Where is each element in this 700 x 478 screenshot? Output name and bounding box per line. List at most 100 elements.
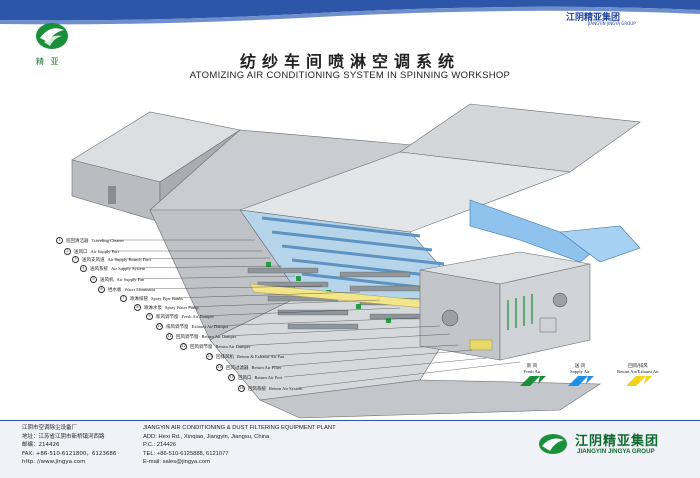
callout-cn: 新风调节窗	[156, 314, 179, 320]
callout-cn: 送风口	[74, 249, 88, 255]
callout-en: Air Supply System	[111, 266, 146, 271]
callout-en: Return Air Damper	[215, 344, 251, 349]
footer-cn-line: FAX: +86-510-6121800，6123686	[22, 450, 117, 457]
callout-en: Fresh Air Damper	[181, 314, 215, 319]
footer-contact-en: JIANGYIN AIR CONDITIONING & DUST FILTERI…	[143, 424, 336, 467]
callout-number: 3	[72, 256, 79, 263]
callout-13: 13 回排风机 Return & Exhaust Air Fan	[206, 353, 284, 360]
footer-en-line: P.C.: 214426	[143, 442, 177, 448]
callout-15: 15 回风口 Return Air Port	[228, 374, 282, 381]
callout-cn: 回风系统	[248, 386, 266, 392]
callout-5: 5 送风机 Air Supply Fan	[90, 276, 144, 283]
callout-cn: 排风调节窗	[166, 324, 189, 330]
callout-number: 11	[166, 333, 173, 340]
title-chinese: 纺纱车间喷淋空调系统	[239, 52, 460, 71]
callout-number: 4	[80, 265, 87, 272]
callout-3: 3 送风支风道 Air Supply Branch Duct	[72, 256, 151, 263]
callout-number: 7	[120, 295, 127, 302]
callout-cn: 巡回清洁器	[66, 238, 89, 244]
callout-en: Return Air Port	[254, 375, 283, 380]
callout-en: Spray Pipe Banks	[151, 296, 183, 301]
callout-en: Exhaust Air Damper	[191, 324, 229, 329]
callout-cn: 挡水板	[108, 287, 122, 293]
callout-cn: 回风调节窗	[190, 344, 213, 350]
footer-brand-en: JIANGYIN JINGYA GROUP	[577, 448, 655, 455]
callout-12: 12 回风调节窗 Return Air Damper	[180, 343, 250, 350]
callout-number: 10	[156, 323, 163, 330]
callout-number: 8	[134, 304, 141, 311]
callout-cn: 回风过滤器	[226, 365, 249, 371]
logo-caption: 精 亚	[36, 57, 61, 66]
callout-en: Return Air System	[269, 386, 303, 391]
callout-6: 6 挡水板 Water Eliminator	[98, 286, 156, 293]
callout-cn: 回排风机	[216, 354, 234, 360]
return-air-arrow-icon	[626, 376, 652, 386]
callout-4: 4 送风系统 Air Supply System	[80, 265, 145, 272]
callout-cn: 回风调节窗	[176, 334, 199, 340]
callout-en: Air Supply Branch Duct	[107, 257, 152, 262]
callout-number: 15	[228, 374, 235, 381]
legend-supply-air: 送 风 Supply Air	[558, 363, 602, 390]
brand-name-top-en: JIANGYIN JINGYA GROUP	[588, 21, 636, 26]
callout-9: 9 新风调节窗 Fresh Air Damper	[146, 313, 214, 320]
footer-cn-line: http: //www.jingya.com	[22, 459, 86, 465]
legend-label-cn: 新 风	[526, 364, 538, 369]
footer-cn-line: 江阴市空调除尘设备厂	[22, 425, 78, 431]
flow-legend: 新 风 Fresh Air 送 风 Supply Air 回风/排风 Retur…	[510, 363, 670, 403]
callout-number: 9	[146, 313, 153, 320]
legend-label-en: Return Air/Exhaust Air	[617, 369, 659, 374]
legend-label-en: Fresh Air	[523, 369, 541, 374]
header-band	[0, 0, 700, 25]
callout-8: 8 喷淋水泵 Spray Water Pump	[134, 304, 199, 311]
footer-contact-cn: 江阴市空调除尘设备厂 地址：江苏省江阴市新桥镇河西路 邮编：214426 FAX…	[22, 424, 116, 467]
callout-number: 1	[56, 237, 63, 244]
callout-11: 11 回风调节窗 Return Air Damper	[166, 333, 236, 340]
callout-en: Return & Exhaust Air Fan	[237, 354, 285, 359]
footer-cn-line: 地址：江苏省江阴市新桥镇河西路	[22, 433, 105, 440]
callout-number: 16	[238, 385, 245, 392]
callout-number: 5	[90, 276, 97, 283]
callout-en: Return Air Filter	[251, 365, 282, 370]
legend-label-cn: 回风/排风	[628, 364, 648, 369]
callout-number: 6	[98, 286, 105, 293]
callout-en: Spray Water Pump	[165, 305, 199, 310]
legend-return-air: 回风/排风 Return Air/Exhaust Air	[606, 363, 670, 390]
system-diagram	[71, 103, 641, 419]
callout-cn: 喷淋水泵	[144, 305, 162, 311]
footer-brand-cn: 江阴精亚集团	[575, 434, 660, 449]
callout-cn: 送风支风道	[82, 257, 105, 263]
callout-7: 7 喷淋排管 Spray Pipe Banks	[120, 295, 183, 302]
callout-number: 13	[206, 353, 213, 360]
callout-cn: 回风口	[238, 375, 252, 381]
legend-label-cn: 送 风	[574, 364, 586, 369]
legend-label-en: Supply Air	[570, 369, 590, 374]
callout-14: 14 回风过滤器 Return Air Filter	[216, 364, 282, 371]
callout-number: 12	[180, 343, 187, 350]
callout-en: Air Supply Port	[90, 249, 120, 254]
callout-en: Air Supply Fan	[116, 277, 145, 282]
footer-cn-line: 邮编：214426	[22, 442, 60, 448]
callout-number: 2	[64, 248, 71, 255]
callout-number: 14	[216, 364, 223, 371]
footer-en-line: E-mail: sales@jingya.com	[143, 459, 210, 465]
footer-en-line: JIANGYIN AIR CONDITIONING & DUST FILTERI…	[143, 425, 336, 431]
callout-en: Water Eliminator	[124, 287, 156, 292]
callout-cn: 喷淋排管	[130, 296, 148, 302]
supply-air-arrow-icon	[568, 376, 594, 386]
callout-cn: 送风机	[100, 277, 114, 283]
company-logo-icon	[36, 23, 68, 49]
title-english: ATOMIZING AIR CONDITIONING SYSTEM IN SPI…	[189, 70, 511, 81]
brand-name-top: 江阴精亚集团	[566, 13, 621, 23]
callout-cn: 送风系统	[90, 266, 108, 272]
footer-band	[0, 420, 700, 478]
callout-en: Return Air Damper	[201, 334, 237, 339]
footer-logo-icon	[539, 434, 567, 454]
callout-10: 10 排风调节窗 Exhaust Air Damper	[156, 323, 229, 330]
callout-1: 1 巡回清洁器 Traveling Cleaner	[56, 237, 124, 244]
callout-2: 2 送风口 Air Supply Port	[64, 248, 119, 255]
callout-16: 16 回风系统 Return Air System	[238, 385, 303, 392]
footer-en-line: TEL: +86-510-6125888, 6121077	[143, 450, 229, 457]
footer-en-line: ADD: Hexi Rd., Xinqiao, Jiangyin, Jiangs…	[143, 433, 270, 440]
legend-fresh-air: 新 风 Fresh Air	[510, 363, 554, 390]
